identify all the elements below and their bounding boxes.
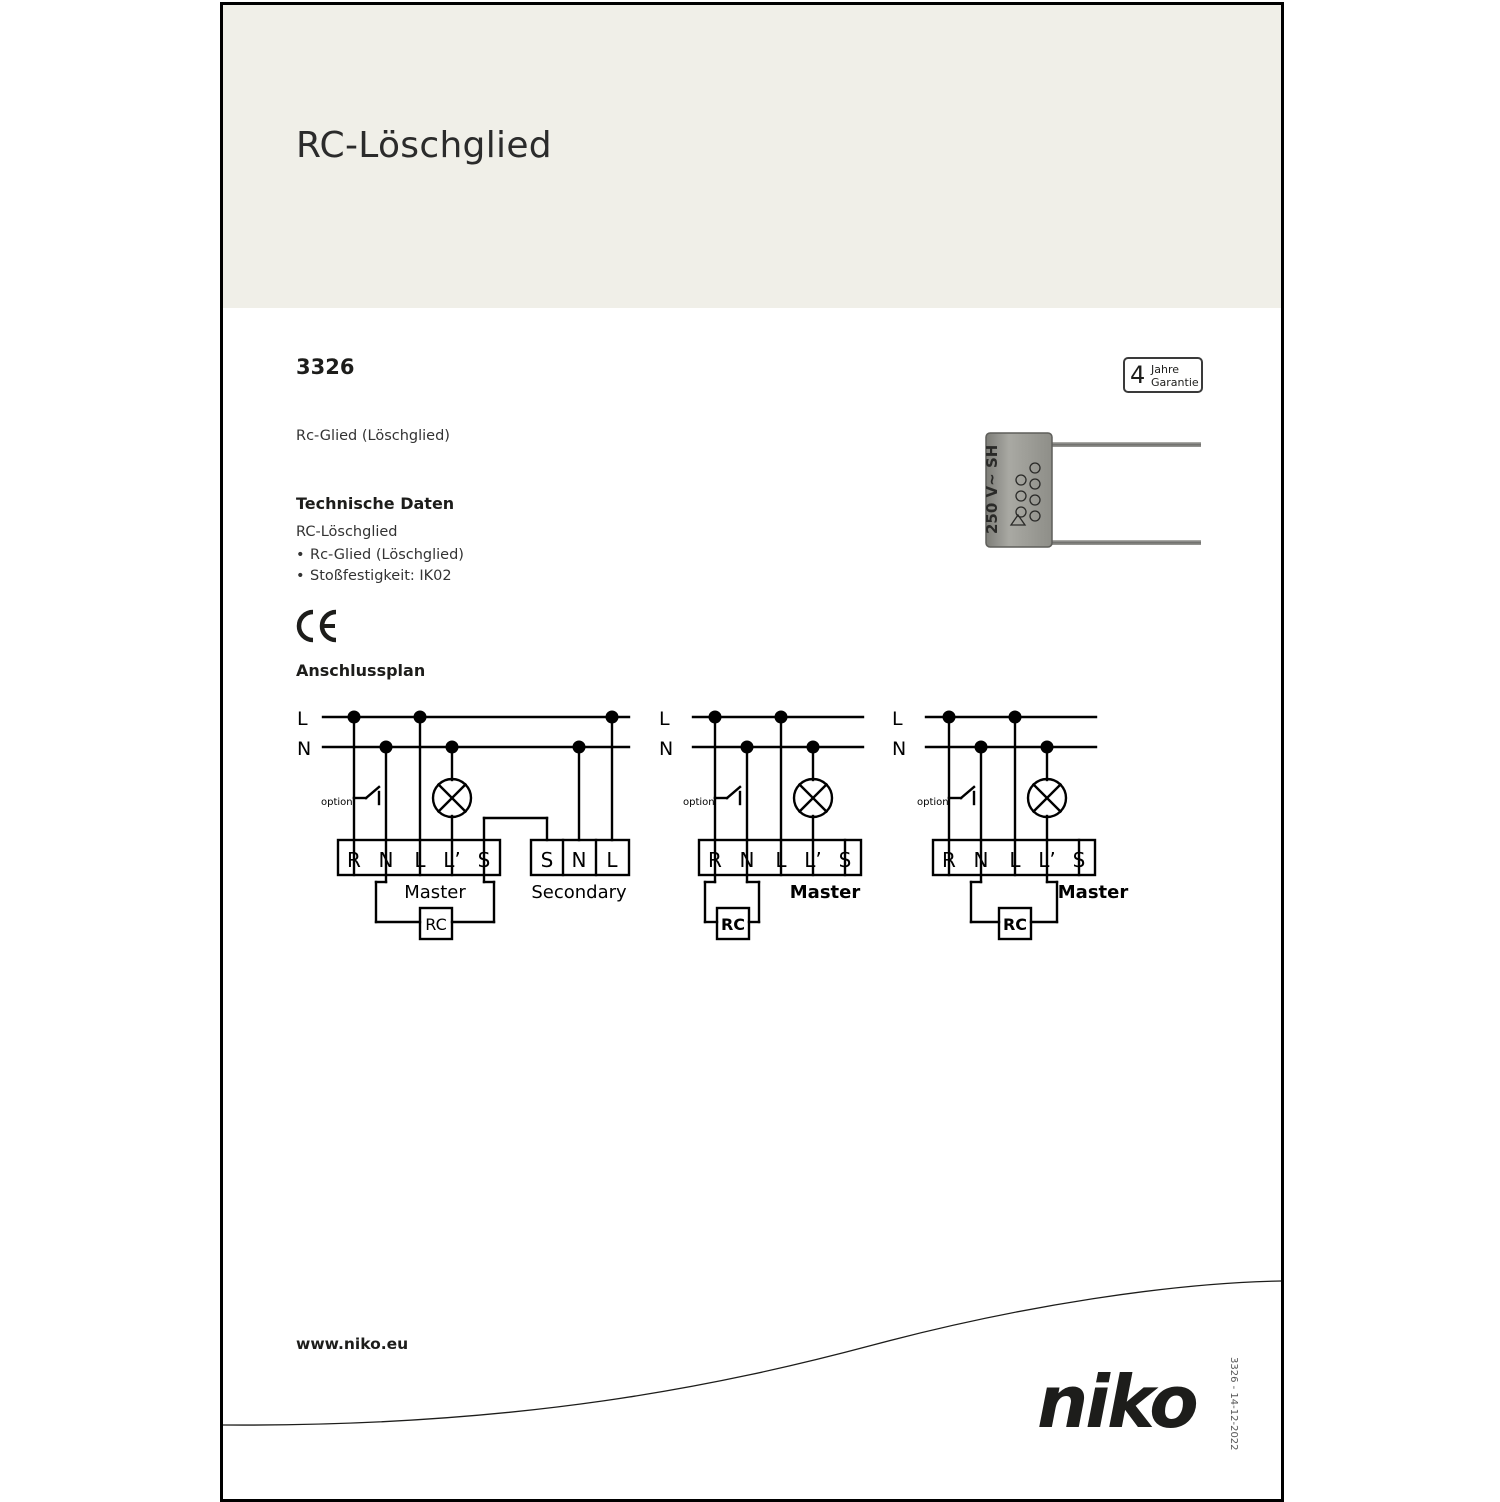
technical-data-heading: Technische Daten xyxy=(296,494,455,513)
capacitor-marking-type: SH xyxy=(983,445,1001,468)
line-label-L: L xyxy=(659,708,670,730)
warranty-line1: Jahre xyxy=(1151,363,1180,376)
wiring-lines xyxy=(321,715,1098,941)
page-title: RC-Löschglied xyxy=(296,125,552,166)
technical-data-name: RC-Löschglied xyxy=(296,524,398,540)
terminal-label: L xyxy=(606,848,618,872)
capacitor-body xyxy=(985,432,1053,548)
product-description: Rc-Glied (Löschglied) xyxy=(296,428,450,444)
rc-label: RC xyxy=(425,915,447,934)
terminal-label: L’ xyxy=(1038,848,1056,872)
terminal-label: L xyxy=(775,848,787,872)
capacitor-marking-voltage: 250 V~ xyxy=(983,473,1001,534)
terminal-label: S xyxy=(839,848,852,872)
wiring-diagram: L N L N L N option option option R N L L… xyxy=(297,708,1129,941)
line-label-N: N xyxy=(659,738,673,760)
warranty-badge: 4 Jahre Garantie xyxy=(1123,357,1203,393)
list-item: •Stoßfestigkeit: IK02 xyxy=(296,568,452,584)
option-label: option xyxy=(683,797,715,808)
article-number: 3326 xyxy=(296,355,355,379)
list-item: •Rc-Glied (Löschglied) xyxy=(296,547,464,563)
header-band: RC-Löschglied xyxy=(223,5,1281,308)
niko-logo: niko xyxy=(1037,1360,1199,1444)
line-label-N: N xyxy=(297,738,311,760)
option-label: option xyxy=(917,797,949,808)
option-label: option xyxy=(321,797,353,808)
technical-data-list: •Rc-Glied (Löschglied) •Stoßfestigkeit: … xyxy=(296,545,464,587)
master-label: Master xyxy=(404,882,466,903)
master-label: Master xyxy=(790,882,861,903)
line-label-L: L xyxy=(892,708,903,730)
technical-item-2: Stoßfestigkeit: IK02 xyxy=(310,568,452,584)
secondary-label: Secondary xyxy=(531,882,627,903)
product-photo: 250 V~ SH xyxy=(983,432,1201,548)
ce-mark-icon xyxy=(296,609,337,643)
rc-label: RC xyxy=(721,915,745,934)
terminal-label: N xyxy=(974,848,989,872)
capacitor-pin xyxy=(1043,442,1201,447)
terminal-label: L’ xyxy=(804,848,822,872)
junction-dots xyxy=(347,710,1054,754)
warranty-line2: Garantie xyxy=(1151,376,1199,389)
capacitor-pin xyxy=(1043,540,1201,545)
terminal-label: L xyxy=(414,848,426,872)
line-label-L: L xyxy=(297,708,308,730)
terminal-label: R xyxy=(708,848,722,872)
lamp-icon xyxy=(431,777,1068,819)
terminal-label: S xyxy=(541,848,554,872)
terminal-label: R xyxy=(942,848,956,872)
terminal-label: N xyxy=(572,848,587,872)
terminal-label: L’ xyxy=(443,848,461,872)
terminal-label: S xyxy=(1073,848,1086,872)
terminal-label: N xyxy=(740,848,755,872)
line-label-N: N xyxy=(892,738,906,760)
master-label: Master xyxy=(1058,882,1129,903)
terminal-label: S xyxy=(478,848,491,872)
terminal-label: N xyxy=(379,848,394,872)
approval-marks-icon xyxy=(1009,462,1041,526)
warranty-years: 4 xyxy=(1130,361,1146,389)
technical-item-1: Rc-Glied (Löschglied) xyxy=(310,547,464,563)
connection-plan-heading: Anschlussplan xyxy=(296,661,426,680)
terminal-label: R xyxy=(347,848,361,872)
website-link[interactable]: www.niko.eu xyxy=(296,1335,409,1353)
rc-label: RC xyxy=(1003,915,1027,934)
document-reference: 3326 - 14-12-2022 xyxy=(1228,1357,1239,1451)
footer-wave xyxy=(223,1280,1281,1426)
terminal-label: L xyxy=(1009,848,1021,872)
datasheet-page: RC-Löschglied 3326 4 Jahre Garantie Rc-G… xyxy=(220,2,1284,1502)
